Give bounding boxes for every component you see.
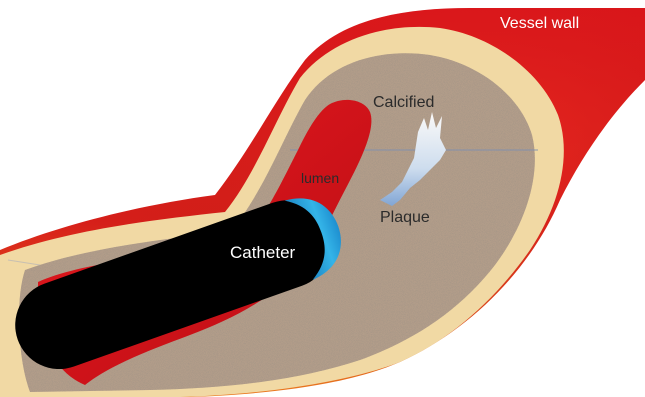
label-lumen: lumen <box>301 170 339 186</box>
label-plaque: Plaque <box>380 209 430 226</box>
label-catheter: Catheter <box>230 243 296 262</box>
label-calcified: Calcified <box>373 94 434 111</box>
label-vessel-wall: Vessel wall <box>500 15 579 32</box>
